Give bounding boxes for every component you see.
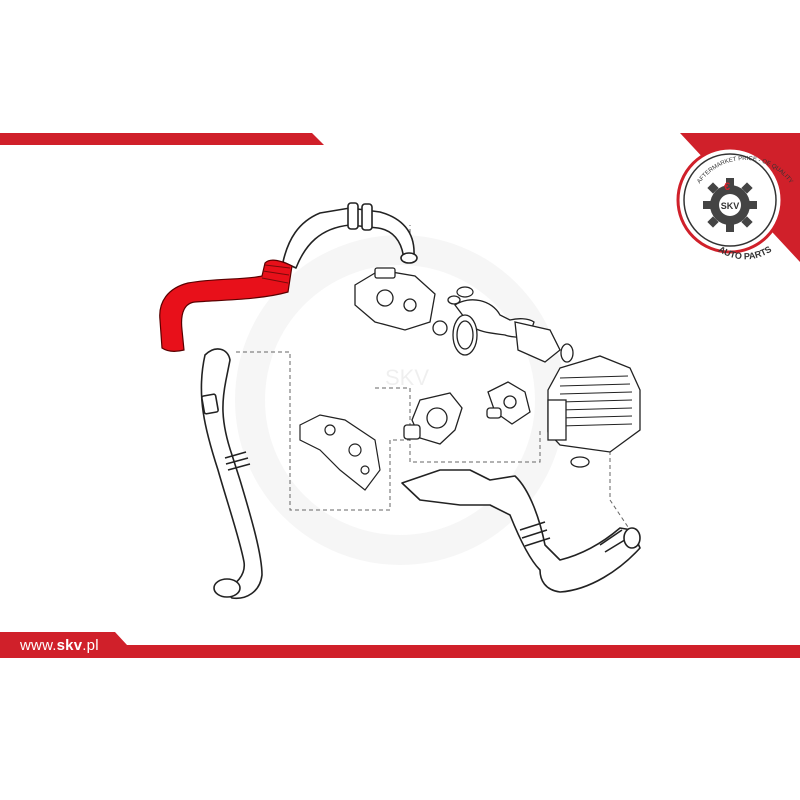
intake-hose[interactable] [159, 259, 293, 352]
ring-part [456, 286, 474, 298]
url-prefix: www. [20, 637, 57, 654]
upper-hose [282, 202, 418, 269]
watermark-text: SKV [385, 365, 429, 390]
url-bold: skv [56, 637, 83, 654]
lower-pipe [401, 469, 641, 593]
sensor-parts [299, 414, 381, 491]
euro-icon: € [724, 181, 730, 193]
long-pipe [200, 348, 263, 600]
air-intake-duct [447, 295, 574, 363]
throttle-body [403, 381, 531, 445]
skv-badge: SKV € AFTERMARKET PRICE - OE QUALITY AUT… [676, 146, 794, 261]
bottom-red-bar [0, 632, 800, 658]
gear-icon [703, 178, 757, 232]
egr-block [354, 267, 448, 336]
intercooler [547, 355, 641, 468]
website-url[interactable]: www.skv.pl [20, 637, 99, 654]
badge-center: SKV [721, 201, 740, 211]
top-left-red-bar [0, 133, 324, 145]
url-suffix: .pl [82, 637, 99, 654]
